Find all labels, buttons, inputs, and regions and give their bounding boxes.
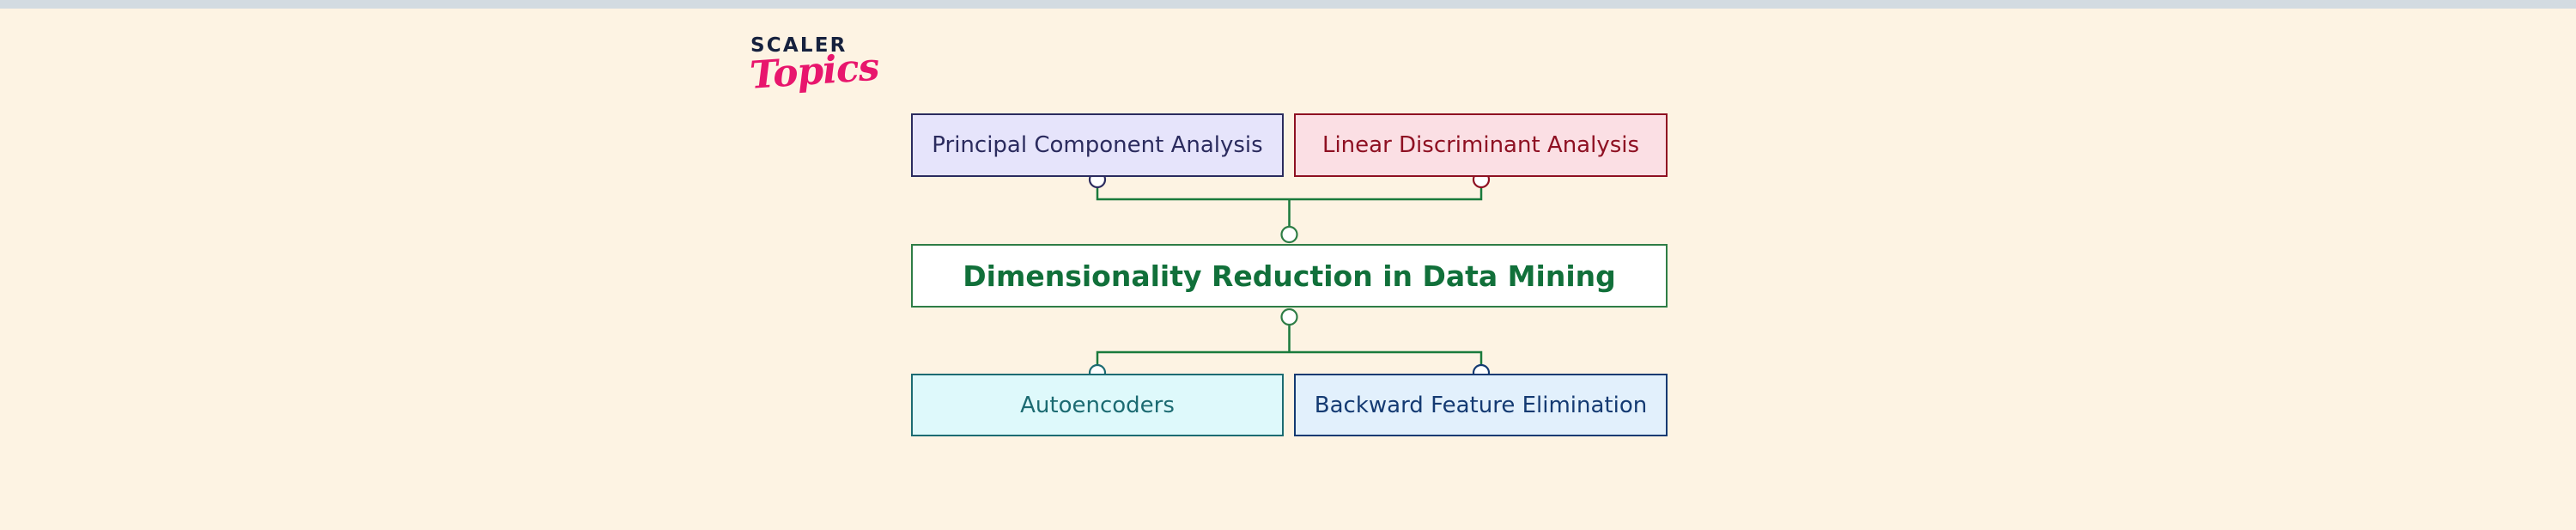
node-label: Linear Discriminant Analysis bbox=[1321, 132, 1640, 158]
logo-wordmark: SCALER bbox=[750, 34, 848, 57]
node-label: Autoencoders bbox=[1020, 392, 1175, 418]
junction-dot-center-top bbox=[1280, 225, 1298, 244]
node-label: Backward Feature Elimination bbox=[1314, 392, 1648, 418]
logo-script-text: Topics bbox=[748, 45, 881, 98]
junction-dot-center-bottom bbox=[1280, 308, 1298, 326]
scaler-topics-logo: SCALER Topics bbox=[748, 34, 881, 113]
node-autoencoders[interactable]: Autoencoders bbox=[911, 374, 1284, 436]
node-label: Dimensionality Reduction in Data Mining bbox=[963, 259, 1616, 293]
node-label: Principal Component Analysis bbox=[932, 132, 1263, 158]
top-edge-strip bbox=[0, 0, 2576, 9]
node-principal-component-analysis[interactable]: Principal Component Analysis bbox=[911, 113, 1284, 177]
diagram-canvas: SCALER Topics Principal Component Analys… bbox=[0, 9, 2576, 530]
node-dimensionality-reduction-center[interactable]: Dimensionality Reduction in Data Mining bbox=[911, 244, 1668, 308]
node-backward-feature-elimination[interactable]: Backward Feature Elimination bbox=[1294, 374, 1668, 436]
node-linear-discriminant-analysis[interactable]: Linear Discriminant Analysis bbox=[1294, 113, 1668, 177]
